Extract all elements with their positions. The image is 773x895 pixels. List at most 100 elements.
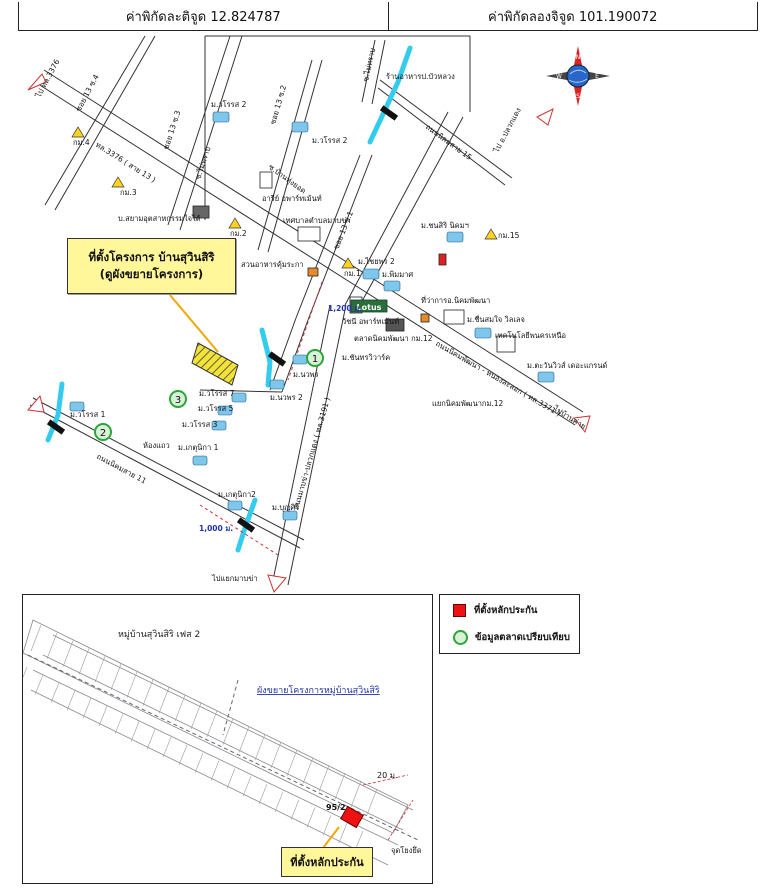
label-warasiri2b: ม.วโรรส 2 bbox=[312, 136, 348, 145]
km4-warning-icon bbox=[71, 126, 85, 138]
bridge-west bbox=[46, 419, 66, 435]
village-icons bbox=[69, 111, 555, 521]
road-soi11 bbox=[29, 397, 305, 549]
plan-lot-divider bbox=[126, 671, 138, 698]
plan-lot-divider bbox=[178, 744, 188, 766]
label-katunika2: ม.เกตุนิกา2 bbox=[218, 490, 256, 499]
plan-lot-divider bbox=[34, 674, 44, 695]
market-marker-1-label: 1 bbox=[312, 354, 318, 365]
plan-lot-divider bbox=[210, 760, 220, 781]
plan-measure bbox=[362, 774, 414, 841]
road-soi15 bbox=[377, 79, 513, 186]
label-km2: กม.2 bbox=[230, 229, 247, 238]
road-pim bbox=[361, 39, 386, 105]
label-road-3376: ทล.3376 ( สาย 13 ) bbox=[94, 140, 157, 184]
canal-west bbox=[45, 381, 65, 443]
location-map[interactable]: N S E W bbox=[0, 30, 773, 595]
plan-lot-divider bbox=[130, 721, 140, 742]
soi-13-2 bbox=[257, 59, 323, 253]
label-suan-ahan: สวนอาหารคุ้มระกา bbox=[241, 260, 304, 269]
plan-lot-divider bbox=[94, 656, 106, 683]
label-soi-ban-thung: ซ.บ้านทุ่งยอด bbox=[267, 162, 308, 195]
label-chanchan: ม.ชันทรวิวาร์ค bbox=[342, 353, 390, 362]
plan-lot-divider bbox=[174, 695, 186, 722]
label-chonsiri: ม.ชนสิริ นิคมฯ bbox=[421, 221, 469, 230]
plan-lot-divider bbox=[98, 705, 108, 727]
plan-lot-divider bbox=[66, 690, 76, 711]
plan-lot-divider bbox=[350, 780, 362, 808]
compass-w-label: W bbox=[556, 73, 562, 80]
distance-lines bbox=[199, 281, 323, 556]
legend-collateral-label: ที่ตั้งหลักประกัน bbox=[474, 604, 538, 616]
expanded-plan-inset[interactable]: หมู่บ้านสุวินสิริ เฟส 2 ผังขยายโครงการหม… bbox=[22, 594, 433, 884]
plan-lot-divider bbox=[23, 666, 28, 678]
km2-warning-icon bbox=[228, 217, 242, 229]
plan-lot-divider bbox=[322, 815, 332, 836]
canals bbox=[45, 45, 413, 553]
km15-warning-icon bbox=[484, 228, 498, 240]
map-labels: ไป ทล.3376 ซอย 13 ซ.4 ซอย 13 ซ.3 ซอย 13 … bbox=[33, 47, 607, 583]
project-site-title: ที่ตั้งโครงการ บ้านสุวินสิริ bbox=[88, 250, 215, 264]
label-office-nikom: ที่ว่าการอ.นิคมพัฒนา bbox=[421, 295, 490, 305]
factory-icon bbox=[192, 205, 210, 219]
roads bbox=[29, 35, 584, 586]
junction-marker bbox=[420, 313, 430, 323]
plan-lot-divider bbox=[286, 749, 298, 776]
village-icon-katunika2 bbox=[227, 500, 243, 511]
label-chuensombat: ม.ชื่นสมใจ วิลเลจ bbox=[467, 314, 525, 324]
plan-lot-divider bbox=[242, 776, 252, 797]
compass-needle-s bbox=[573, 82, 583, 106]
label-km15: กม.15 bbox=[498, 231, 520, 240]
legend: ที่ตั้งหลักประกัน ข้อมูลตลาดเปรียบเทียบ bbox=[439, 594, 580, 654]
bridges bbox=[46, 105, 399, 533]
village-icon-phimanat bbox=[383, 280, 401, 292]
plan-lot-divider bbox=[82, 698, 92, 719]
plan-lot-divider bbox=[222, 718, 234, 745]
plan-lot-divider bbox=[366, 788, 378, 815]
plan-lot-divider bbox=[146, 729, 156, 750]
soi-13-3 bbox=[167, 35, 243, 231]
label-road-pluak-daeng: ถนนมาบข่า-ปลวกแดง ( ทล.3191 ) bbox=[291, 396, 332, 510]
label-lotus: Lotus bbox=[357, 303, 382, 312]
plan-dashed-road bbox=[27, 654, 419, 841]
plan-lot-divider bbox=[190, 702, 202, 730]
village-icon-warasiri2b bbox=[291, 121, 309, 133]
compass-globe bbox=[566, 64, 590, 88]
legend-market-label: ข้อมูลตลาดเปรียบเทียบ bbox=[475, 631, 570, 643]
label-km1: กม.1 bbox=[344, 269, 361, 278]
plan-lot-divider bbox=[206, 710, 218, 737]
market-marker-1 bbox=[306, 349, 324, 367]
ari-apartment-icon bbox=[259, 171, 273, 189]
label-boonsiri: ม.บุญศิริ bbox=[272, 503, 299, 512]
collateral-marker bbox=[340, 805, 364, 829]
label-technology: เทคโนโลยีพนครเหนือ bbox=[495, 331, 566, 340]
plan-lot-divider bbox=[254, 734, 266, 761]
office-icon bbox=[443, 309, 465, 325]
arrow-mabkha bbox=[267, 574, 287, 593]
plan-lot-divider bbox=[78, 648, 90, 675]
label-warasiri1: ม.วโรรส 1 bbox=[70, 410, 106, 419]
compass-needle-w bbox=[546, 71, 572, 81]
plan-lots bbox=[23, 624, 378, 851]
coordinate-header: ค่าพิกัดละติจูด 12.824787 ค่าพิกัดลองจิจ… bbox=[18, 2, 758, 31]
village-icon-warasiri1 bbox=[69, 401, 85, 412]
green-circle-icon bbox=[453, 629, 468, 645]
market-marker-3-label: 3 bbox=[175, 395, 181, 406]
km3-warning-icon bbox=[111, 176, 125, 188]
project-site-subtitle: (ดูผังขยายโครงการ) bbox=[99, 267, 204, 281]
label-nawaporn: ม.นวพร bbox=[293, 370, 319, 379]
lotus-logo bbox=[350, 299, 388, 313]
village-icon-chaiyaporn bbox=[362, 268, 380, 280]
technology-icon bbox=[496, 335, 516, 353]
project-site-callout: ที่ตั้งโครงการ บ้านสุวินสิริ (ดูผังขยายโ… bbox=[67, 238, 236, 294]
km1-warning-icon bbox=[341, 257, 355, 269]
plan-lot-divider bbox=[274, 791, 284, 812]
village-icon-daruan bbox=[537, 371, 555, 383]
market-marker-3 bbox=[169, 390, 187, 408]
label-restaurant-bua: ร้านอาหารป.บัวหลวง bbox=[386, 72, 455, 81]
village-icon-katunika1 bbox=[192, 455, 208, 466]
compass-needle-n bbox=[573, 46, 583, 70]
plan-lot-divider bbox=[110, 663, 122, 691]
collateral-leader bbox=[322, 826, 340, 849]
arrow-pluak-daeng bbox=[536, 108, 554, 126]
